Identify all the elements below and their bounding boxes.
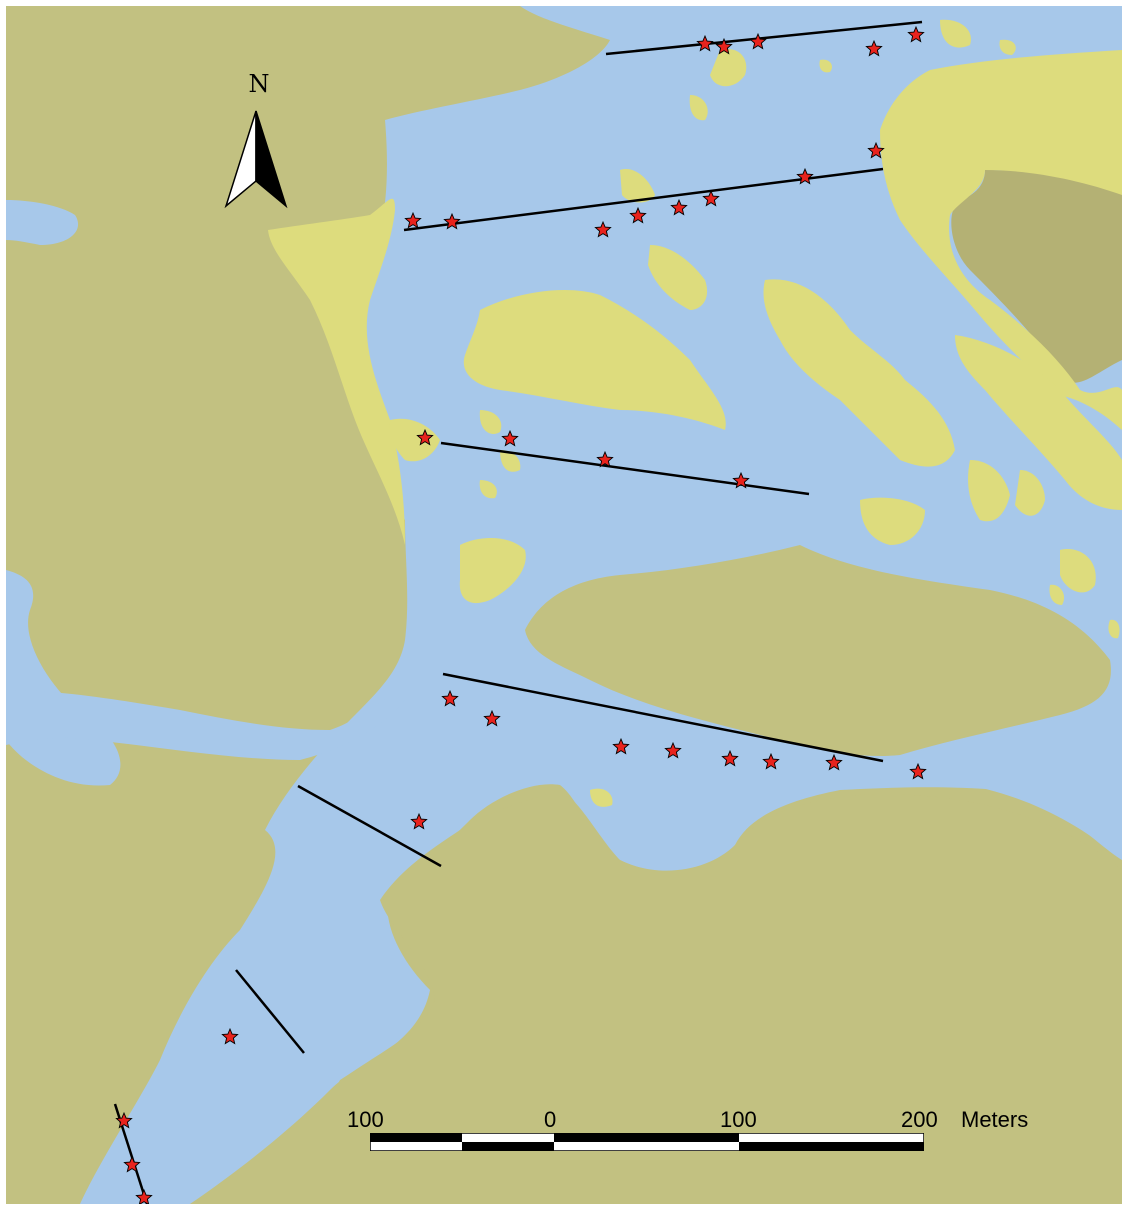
survey-point-star-icon [715, 37, 733, 55]
survey-point-star-icon [596, 450, 614, 468]
transect-3 [440, 441, 810, 496]
survey-point-star-icon [410, 812, 428, 830]
scale-unit-label: Meters [961, 1107, 1029, 1132]
survey-point-star-icon [501, 429, 519, 447]
survey-point-star-icon [702, 189, 720, 207]
scale-tick-label-2: 0 [544, 1107, 557, 1132]
survey-point-star-icon [732, 471, 750, 489]
transect-1 [605, 20, 923, 56]
survey-point-star-icon [670, 198, 688, 216]
survey-point-star-icon [135, 1188, 153, 1204]
survey-point-star-icon [796, 167, 814, 185]
survey-point-star-icon [867, 141, 885, 159]
transect-4 [442, 672, 884, 763]
scale-bar [369, 1132, 925, 1152]
survey-point-star-icon [907, 25, 925, 43]
survey-point-star-icon [865, 39, 883, 57]
survey-points [115, 25, 927, 1204]
scale-tick-label-3: 100 [720, 1107, 757, 1132]
land-dark-east [951, 170, 1122, 383]
scale-tick-label-4: 200 [901, 1107, 938, 1132]
survey-point-star-icon [909, 762, 927, 780]
transect-5 [297, 784, 442, 868]
scale-tick-label-1: 100 [347, 1107, 384, 1132]
map-frame: N 100 0 100 200 Meters [6, 6, 1122, 1204]
survey-point-star-icon [416, 428, 434, 446]
survey-point-star-icon [762, 752, 780, 770]
islands [268, 19, 1122, 807]
survey-point-star-icon [443, 212, 461, 230]
land-south [190, 790, 1122, 1204]
survey-point-star-icon [612, 737, 630, 755]
survey-point-star-icon [404, 211, 422, 229]
transect-6 [235, 969, 305, 1054]
water-channel-west [6, 690, 405, 760]
survey-point-star-icon [629, 206, 647, 224]
survey-point-star-icon [749, 32, 767, 50]
survey-point-star-icon [221, 1027, 239, 1045]
north-arrow-icon [224, 110, 288, 209]
north-label: N [248, 70, 270, 98]
survey-point-star-icon [483, 709, 501, 727]
land-peninsula-middle [525, 545, 1111, 756]
survey-point-star-icon [825, 753, 843, 771]
survey-point-star-icon [721, 749, 739, 767]
survey-point-star-icon [594, 220, 612, 238]
survey-point-star-icon [696, 34, 714, 52]
water-bay-east [840, 600, 1122, 860]
survey-point-star-icon [123, 1155, 141, 1173]
survey-point-star-icon [115, 1111, 133, 1129]
survey-point-star-icon [441, 689, 459, 707]
survey-point-star-icon [664, 741, 682, 759]
water-pond-northwest [6, 200, 79, 245]
map-canvas [6, 6, 1122, 1204]
